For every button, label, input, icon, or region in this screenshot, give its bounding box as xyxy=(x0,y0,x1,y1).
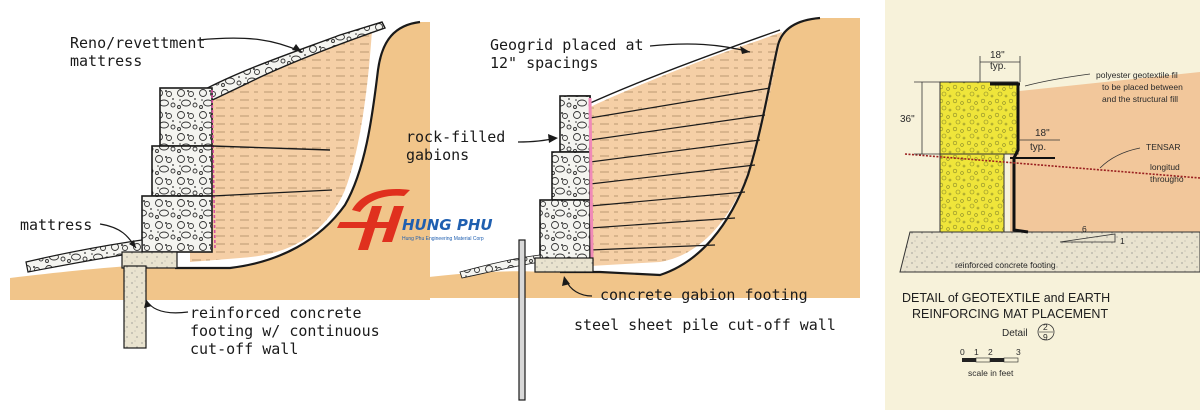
geogrid-layers xyxy=(589,87,771,251)
middle-footing xyxy=(534,257,594,273)
note-geotextile-2: to be placed between xyxy=(1102,82,1183,92)
right-footing xyxy=(899,231,1200,273)
label-reno-mattress-2: mattress xyxy=(70,52,142,70)
detail-title-2: REINFORCING MAT PLACEMENT xyxy=(912,307,1108,321)
label-gabion-footing: concrete gabion footing xyxy=(600,286,808,304)
right-panel: 18" typ. 36" 18" typ. polyester geotexti… xyxy=(885,0,1200,410)
yellow-gabion-top xyxy=(939,81,1019,155)
logo-tagline: Hung Phu Engineering Material Corp xyxy=(402,236,484,242)
slope-run: 6 xyxy=(1082,224,1087,234)
middle-ground-fill xyxy=(420,18,860,298)
dim-top-typ: typ. xyxy=(990,61,1006,72)
label-mattress: mattress xyxy=(20,216,92,234)
detail-num: 2 xyxy=(1043,322,1048,332)
label-right-footing: reinforced concrete footing xyxy=(955,260,1056,270)
label-sheet-pile: steel sheet pile cut-off wall xyxy=(574,316,836,334)
scale-tick-3: 3 xyxy=(1016,347,1021,357)
note-geotextile-1: polyester geotextile fil xyxy=(1096,70,1178,80)
left-slope-line xyxy=(175,20,421,270)
note-tensar: TENSAR xyxy=(1146,142,1180,152)
sheet-pile-wall xyxy=(518,239,526,401)
dim-height: 36" xyxy=(900,114,915,125)
label-geogrid-2: 12" spacings xyxy=(490,54,598,72)
detail-label: Detail xyxy=(1002,328,1028,339)
note-longit-2: througho xyxy=(1150,174,1184,184)
label-left-footing-1: reinforced concrete xyxy=(190,304,362,322)
hung-phu-logo: HUNG PHU Hung Phu Engineering Material C… xyxy=(337,189,493,250)
left-ground-fill xyxy=(10,22,430,300)
label-left-footing-3: cut-off wall xyxy=(190,340,298,358)
scale-tick-1: 1 xyxy=(974,347,979,357)
dim-mid-value: 18" xyxy=(1035,128,1050,139)
label-reno-mattress-1: Reno/revettment xyxy=(70,34,205,52)
label-gabions-2: gabions xyxy=(406,146,469,164)
note-geotextile-3: and the structural fill xyxy=(1102,94,1178,104)
logo-swoosh xyxy=(352,189,410,212)
dim-top-value: 18" xyxy=(990,50,1005,61)
scale-bar: 0 1 2 3 scale in feet xyxy=(960,347,1021,378)
scale-tick-2: 2 xyxy=(988,347,993,357)
logo-name: HUNG PHU xyxy=(402,216,493,234)
label-gabions-1: rock-filled xyxy=(406,128,505,146)
label-geogrid-1: Geogrid placed at xyxy=(490,36,644,54)
reno-mattress-top xyxy=(199,21,386,105)
middle-gabion-stack xyxy=(539,95,591,261)
left-cutoff-wall xyxy=(123,265,147,349)
label-left-footing-2: footing w/ continuous xyxy=(190,322,380,340)
middle-panel: Geogrid placed at 12" spacings rock-fill… xyxy=(406,16,860,401)
left-footing xyxy=(121,251,178,269)
slope-rise: 1 xyxy=(1120,236,1125,246)
scale-caption: scale in feet xyxy=(968,368,1014,378)
note-longit-1: longitud xyxy=(1150,162,1180,172)
dim-mid-typ: typ. xyxy=(1030,142,1046,153)
detail-den: 9 xyxy=(1043,332,1048,342)
detail-title-1: DETAIL of GEOTEXTILE and EARTH xyxy=(902,291,1110,305)
left-gabion-stack xyxy=(141,87,213,253)
left-panel: Reno/revettment mattress mattress reinfo… xyxy=(10,20,430,358)
yellow-gabion-bottom xyxy=(939,153,1005,233)
scale-tick-0: 0 xyxy=(960,347,965,357)
